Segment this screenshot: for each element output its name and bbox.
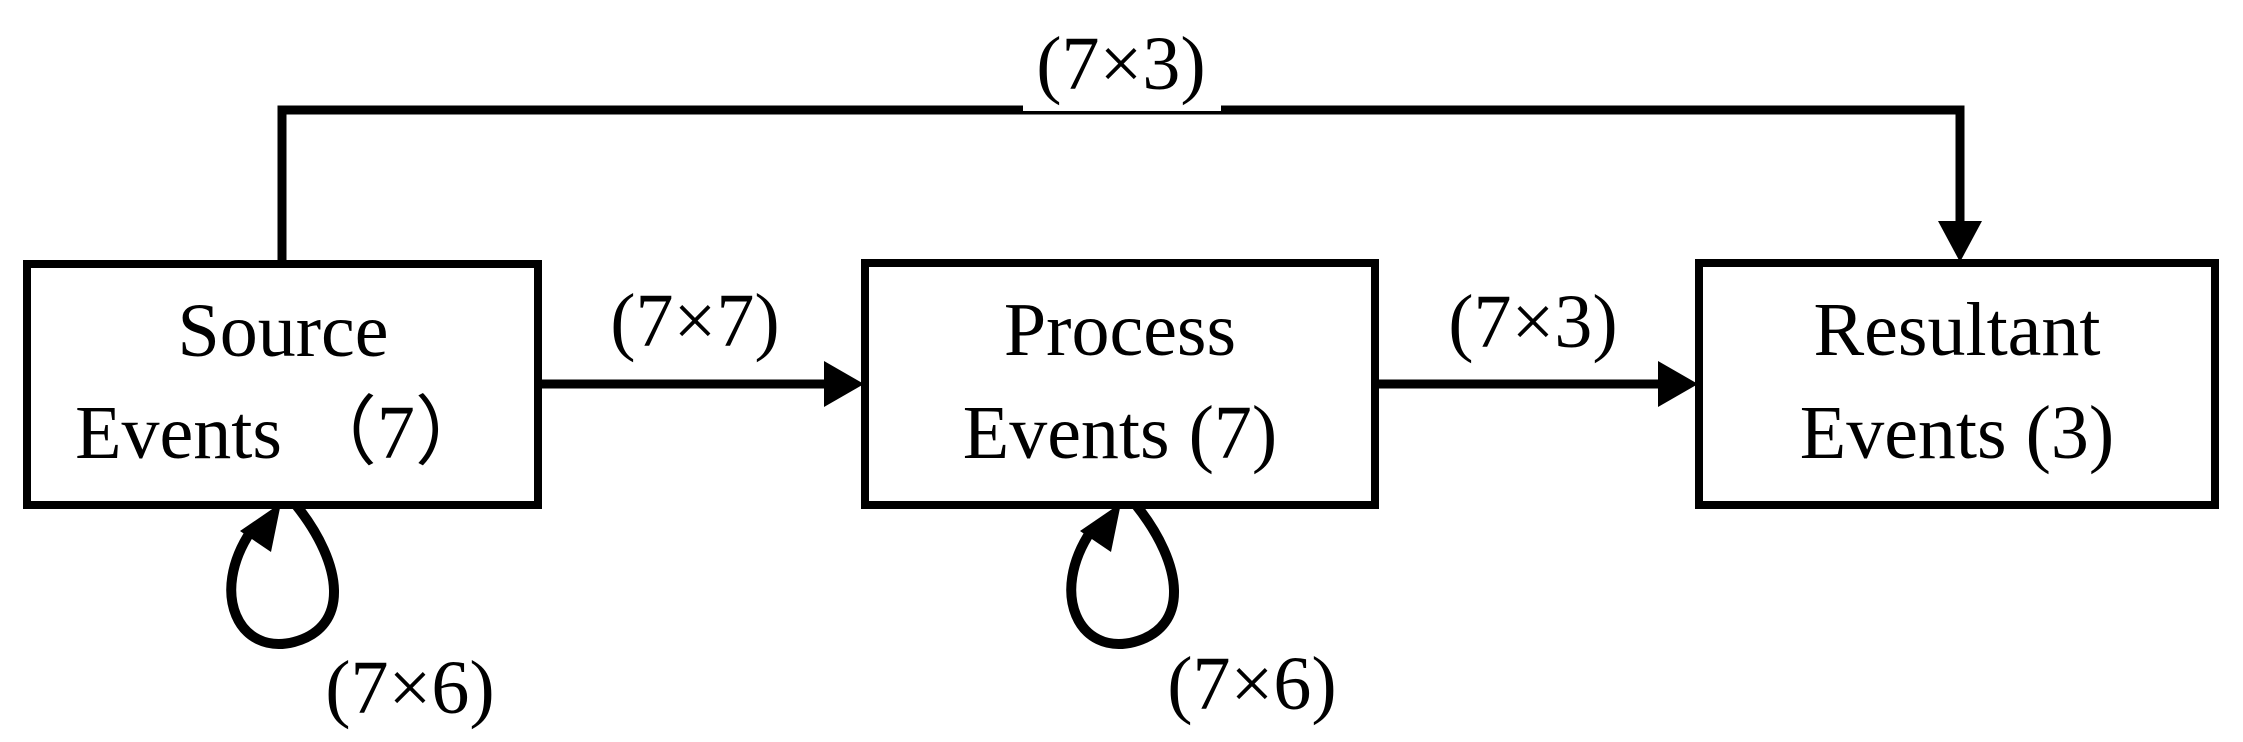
source-to-process-label: (7×7) <box>610 279 779 363</box>
source-self-loop-label: (7×6) <box>325 646 494 730</box>
source-to-process-arrowhead-icon <box>824 361 864 407</box>
process-self-loop-label: (7×6) <box>1167 642 1336 726</box>
top-edge-label-background <box>1023 14 1221 111</box>
source-events-label-line1: Source <box>177 289 388 373</box>
resultant-events-label-line2: Events (3) <box>1800 391 2114 475</box>
process-self-loop-edge <box>1066 501 1179 649</box>
source-self-loop-arrowhead-icon <box>240 503 281 552</box>
source-to-resultant-label: (7×3) <box>1036 22 1205 106</box>
source-events-label-line2: Events （7） <box>75 391 491 475</box>
source-to-resultant-edge <box>277 105 1965 264</box>
process-events-box <box>861 259 1379 509</box>
resultant-events-label-line1: Resultant <box>1813 288 2100 372</box>
source-events-box <box>23 260 542 509</box>
source-to-resultant-arrowhead-icon <box>1938 221 1982 262</box>
source-self-loop-edge <box>226 501 339 649</box>
process-to-resultant-arrowhead-icon <box>1658 361 1698 407</box>
process-self-loop-arrowhead-icon <box>1080 503 1121 552</box>
process-to-resultant-label: (7×3) <box>1448 280 1617 364</box>
process-events-label-line1: Process <box>1004 288 1236 372</box>
process-events-label-line2: Events (7) <box>963 391 1277 475</box>
resultant-events-box <box>1695 259 2219 509</box>
